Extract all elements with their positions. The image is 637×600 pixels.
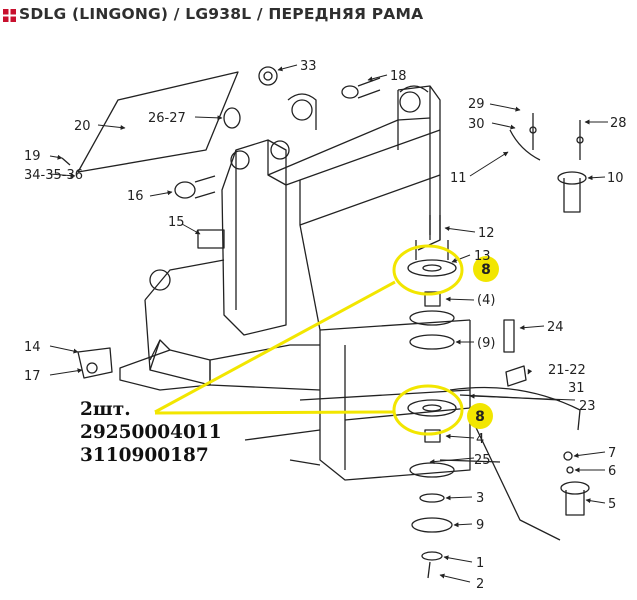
page-title: SDLG (LINGONG) / LG938L / ПЕРЕДНЯЯ РАМА (19, 5, 424, 23)
badge-lower-label: 8 (475, 409, 485, 425)
callout-9: 9 (476, 518, 484, 533)
highlight-badge-labels: 8 8 (475, 262, 491, 425)
callout-4-bracketed: (4) (477, 293, 495, 308)
callout-20: 20 (74, 119, 91, 134)
callout-6: 6 (608, 464, 616, 479)
part-number-note: 2шт. 29250004011 3110900187 (80, 398, 222, 467)
badge-lower (467, 403, 493, 429)
callout-labels: 33 18 20 26-27 19 34-35-36 16 15 14 17 2… (24, 59, 627, 592)
callout-28: 28 (610, 116, 627, 131)
callout-9-bracketed: (9) (477, 336, 495, 351)
part-number-1: 29250004011 (80, 422, 222, 443)
callout-19: 19 (24, 149, 41, 164)
callout-5: 5 (608, 497, 616, 512)
callout-29: 29 (468, 97, 485, 112)
callout-11: 11 (450, 171, 467, 186)
callout-4: 4 (476, 432, 484, 447)
callout-17: 17 (24, 369, 41, 384)
square-grid-icon (3, 9, 16, 22)
callout-14: 14 (24, 340, 41, 355)
callout-34-35-36: 31 (568, 381, 585, 396)
page-header: SDLG (LINGONG) / LG938L / ПЕРЕДНЯЯ РАМА (0, 0, 637, 34)
callout-7: 7 (608, 446, 616, 461)
callout-10: 10 (607, 171, 624, 186)
callout-30: 30 (468, 117, 485, 132)
callout-13: 13 (474, 249, 491, 264)
frame-drawing (61, 66, 590, 579)
callout-26-27: 26-27 (148, 111, 186, 126)
callout-12: 12 (478, 226, 495, 241)
highlight-badges (467, 256, 499, 429)
part-number-2: 3110900187 (80, 445, 209, 466)
highlight-callouts (154, 244, 464, 436)
callout-24: 25 (474, 453, 491, 468)
callout-21-22: 21-22 (548, 363, 586, 378)
upper-bushing-highlight (392, 244, 464, 296)
callout-25: 24 (547, 320, 564, 335)
callout-33: 34-35-36 (24, 168, 83, 183)
badge-upper-label: 8 (481, 262, 491, 278)
callout-31: 33 (300, 59, 317, 74)
callout-3: 3 (476, 491, 484, 506)
badge-upper (473, 256, 499, 282)
lower-bushing-highlight (392, 384, 464, 436)
quantity-text: 2шт. (80, 399, 131, 420)
callout-23: 23 (579, 399, 596, 414)
callout-16: 16 (127, 189, 144, 204)
callout-1: 1 (476, 556, 484, 571)
callout-2: 2 (476, 577, 484, 592)
callout-15: 15 (168, 215, 185, 230)
callout-18: 18 (390, 69, 407, 84)
leader-lines (49, 64, 608, 583)
